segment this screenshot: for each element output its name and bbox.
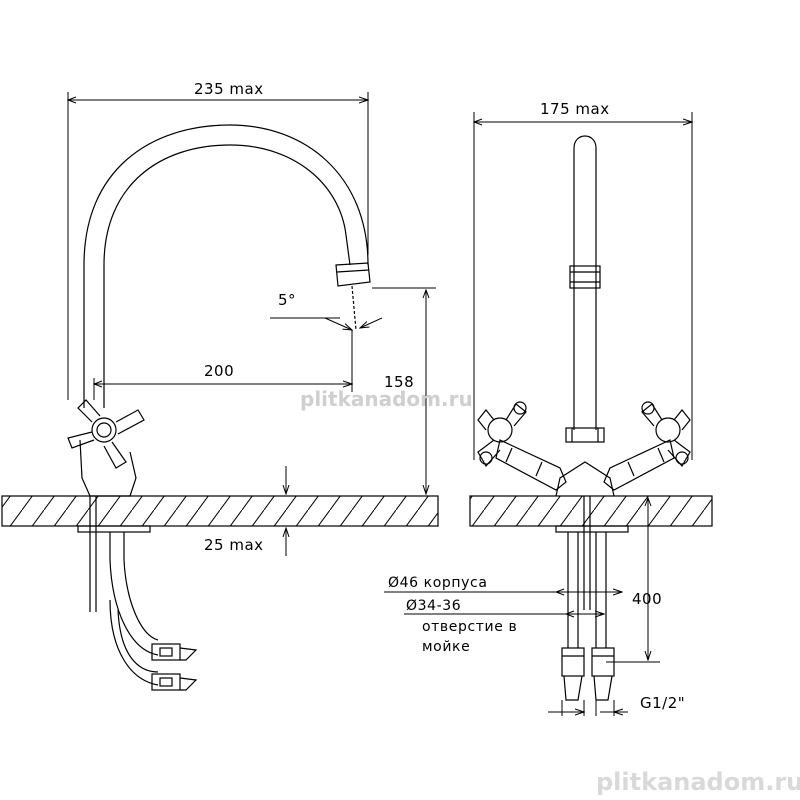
- dim-thread: G1/2": [640, 694, 685, 712]
- fitting-left-right-view: [561, 647, 585, 677]
- spout-aerator: [335, 262, 371, 287]
- fitting-upper-left: [151, 643, 181, 661]
- dim-175-max: 175 max: [540, 100, 610, 118]
- dim-hole-note-2: мойке: [422, 639, 470, 655]
- cross-handle-right-b: [641, 401, 691, 468]
- dim-400: 400: [632, 590, 662, 608]
- left-dimensions: [68, 92, 436, 556]
- countertop-right: [469, 495, 713, 527]
- hose-upper: [109, 559, 159, 656]
- mounting-plate-right: [555, 525, 629, 533]
- spout-inner: [103, 144, 351, 408]
- mounting-plate-left: [77, 525, 151, 533]
- valve-arm-left: [495, 439, 567, 491]
- watermark-center: plitkanadom.ru: [300, 387, 473, 411]
- spout-outer: [83, 124, 369, 408]
- right-dimensions: [384, 112, 692, 716]
- dim-158: 158: [384, 373, 414, 391]
- spout-vertical: [573, 135, 597, 430]
- hose-lower: [109, 599, 159, 686]
- dim-25-max: 25 max: [204, 536, 264, 554]
- faucet-body-right: [555, 461, 615, 497]
- right-view: [469, 135, 713, 701]
- cross-handle-left: [67, 399, 145, 469]
- dim-angle-5: 5°: [278, 291, 296, 309]
- dim-hole-note-1: отверстие в: [422, 619, 517, 635]
- dim-200: 200: [204, 362, 234, 380]
- cross-handle-right-a: [477, 401, 527, 468]
- fitting-lower-left: [151, 673, 181, 691]
- dim-hole-diameter: Ø34-36: [406, 598, 461, 614]
- spout-ring: [569, 265, 601, 289]
- valve-arm-right: [603, 439, 675, 491]
- countertop-left: [1, 495, 439, 527]
- dim-body-diameter: Ø46 корпуса: [388, 575, 488, 591]
- faucet-body-left: [79, 439, 137, 497]
- watermark-corner: plitkanadom.ru: [596, 768, 800, 796]
- left-view: [1, 124, 439, 691]
- dim-235-max: 235 max: [194, 80, 264, 98]
